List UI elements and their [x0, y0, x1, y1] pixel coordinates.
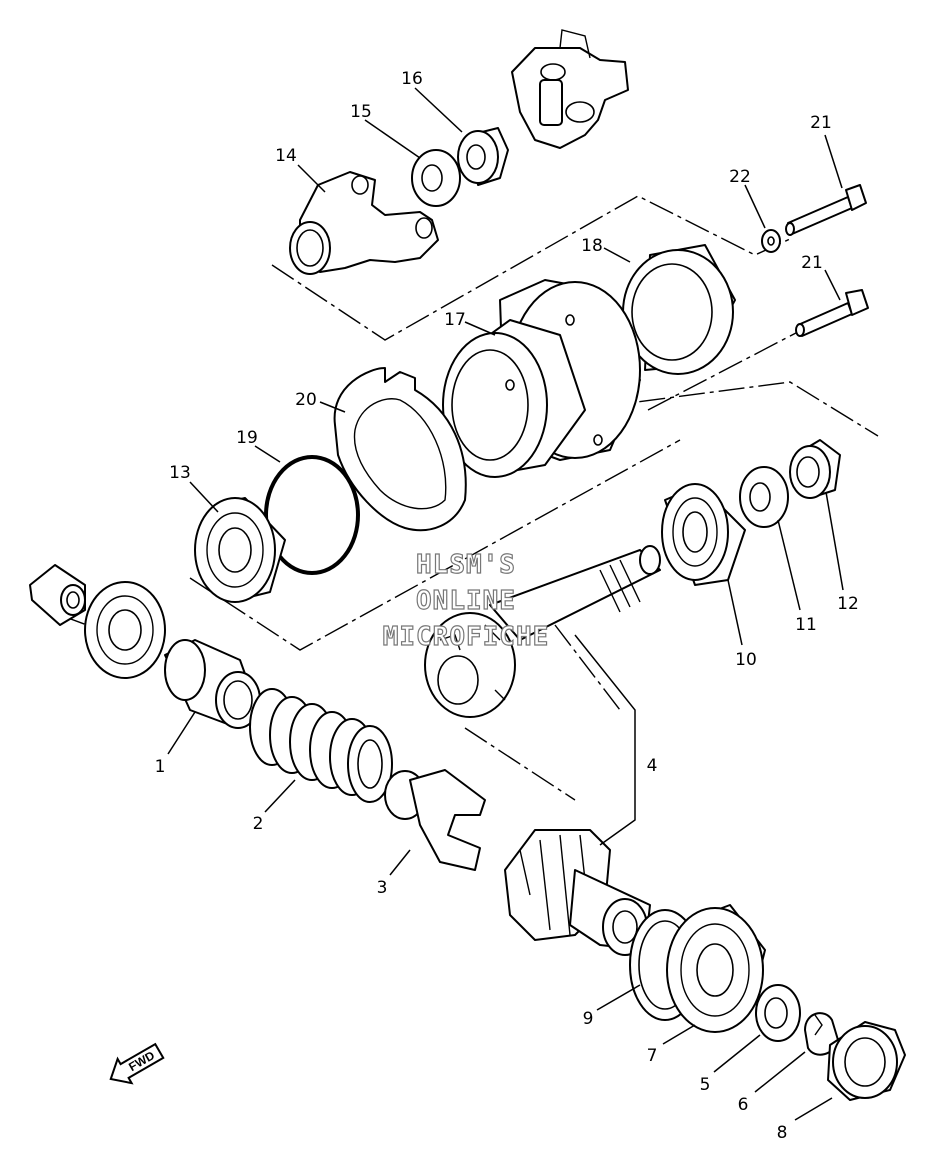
label-part-14: 14 — [275, 146, 297, 166]
label-part-2: 2 — [253, 814, 264, 834]
label-part-4: 4 — [647, 756, 658, 776]
universal-joint — [511, 29, 629, 149]
fwd-arrow-icon: FWD — [109, 1042, 165, 1085]
part-10-bearing — [661, 483, 746, 586]
label-part-17: 17 — [444, 310, 466, 330]
label-part-21-upper: 21 — [810, 113, 832, 133]
part-1-sleeve — [164, 639, 261, 729]
watermark-line-2: ONLINE — [416, 586, 516, 616]
part-4-small-gear — [424, 612, 516, 718]
part-4-bevel-gear — [504, 829, 651, 956]
part-19-o-ring — [264, 455, 360, 575]
watermark-line-3: MICROFICHE — [383, 622, 550, 652]
label-part-12: 12 — [837, 594, 859, 614]
part-21-bolt-lower — [795, 289, 869, 337]
left-bearing — [84, 581, 166, 679]
part-3-cam — [384, 769, 486, 871]
leader-lines — [167, 87, 844, 1121]
label-part-22: 22 — [729, 167, 751, 187]
label-part-6: 6 — [738, 1095, 749, 1115]
part-16-nut — [457, 127, 509, 186]
watermark-line-1: HLSM'S — [416, 550, 516, 580]
label-part-21-lower: 21 — [801, 253, 823, 273]
label-part-9: 9 — [583, 1009, 594, 1029]
label-part-3: 3 — [377, 878, 388, 898]
part-7-bearing — [666, 904, 766, 1033]
part-13-bearing — [194, 497, 286, 603]
part-15-washer — [411, 149, 461, 207]
part-18-ring — [622, 244, 736, 375]
shaft-end-left — [29, 564, 86, 626]
part-8-nut — [827, 1021, 906, 1101]
part-17-housing — [442, 279, 641, 478]
label-part-5: 5 — [700, 1075, 711, 1095]
label-part-18: 18 — [581, 236, 603, 256]
label-part-10: 10 — [735, 650, 757, 670]
label-part-19: 19 — [236, 428, 258, 448]
label-part-20: 20 — [295, 390, 317, 410]
label-part-1: 1 — [155, 757, 166, 777]
part-labels: 1 2 3 4 5 6 7 8 9 10 11 12 13 14 15 16 1… — [155, 69, 859, 1143]
part-4-pinion-shaft — [489, 545, 661, 641]
label-part-15: 15 — [350, 102, 372, 122]
part-21-bolt-upper — [785, 184, 867, 236]
label-part-7: 7 — [647, 1046, 658, 1066]
part-22-washer — [761, 229, 781, 253]
label-part-11: 11 — [795, 615, 817, 635]
part-5-washer — [755, 984, 801, 1042]
label-part-13: 13 — [169, 463, 191, 483]
part-14-yoke — [289, 171, 439, 275]
label-part-16: 16 — [401, 69, 423, 89]
part-12-seal — [789, 439, 841, 499]
part-2-spring — [249, 688, 393, 803]
watermark: HLSM'S ONLINE MICROFICHE — [382, 549, 550, 652]
label-part-8: 8 — [777, 1123, 788, 1143]
part-20-lock-plate — [333, 367, 467, 532]
part-11-washer — [739, 466, 789, 528]
